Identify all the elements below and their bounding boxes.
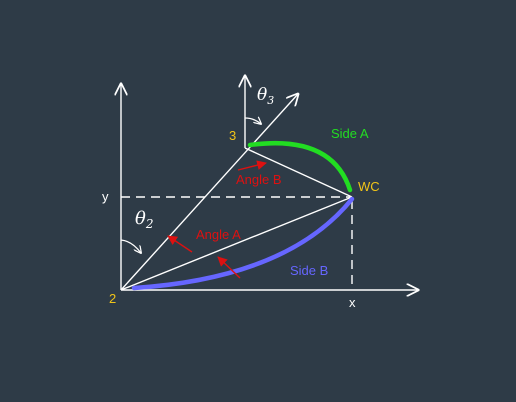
theta2-symbol: θ: [135, 208, 146, 229]
angle-a-label: Angle A: [196, 227, 241, 242]
angle-a-arrow-upper: [167, 235, 193, 253]
theta3-label: θ3: [257, 85, 274, 107]
link2-extension-axis: [120, 94, 298, 291]
theta2-subscript: 2: [145, 217, 154, 231]
angle-a-arrow-lower: [217, 256, 241, 279]
side-a-label: Side A: [331, 126, 369, 141]
theta2-label: θ2: [135, 208, 153, 231]
side-b-label: Side B: [290, 263, 328, 278]
side-b-curve: [131, 196, 355, 291]
theta3-subscript: 3: [267, 94, 274, 107]
shoulder-to-wc-line: [120, 196, 353, 291]
theta3-arc: [244, 118, 261, 124]
link3-line: [244, 147, 353, 198]
theta2-arc: [120, 239, 141, 253]
theta3-symbol: θ: [257, 85, 267, 105]
angle-b-label: Angle B: [236, 172, 282, 187]
wc-label: WC: [358, 179, 380, 194]
angle-b-arrow: [237, 160, 267, 171]
x-axis-label: x: [349, 295, 356, 310]
y-axis-label: y: [102, 189, 109, 204]
joint2-label: 2: [109, 291, 116, 306]
joint3-label: 3: [229, 128, 236, 143]
side-a-curve: [247, 140, 353, 193]
